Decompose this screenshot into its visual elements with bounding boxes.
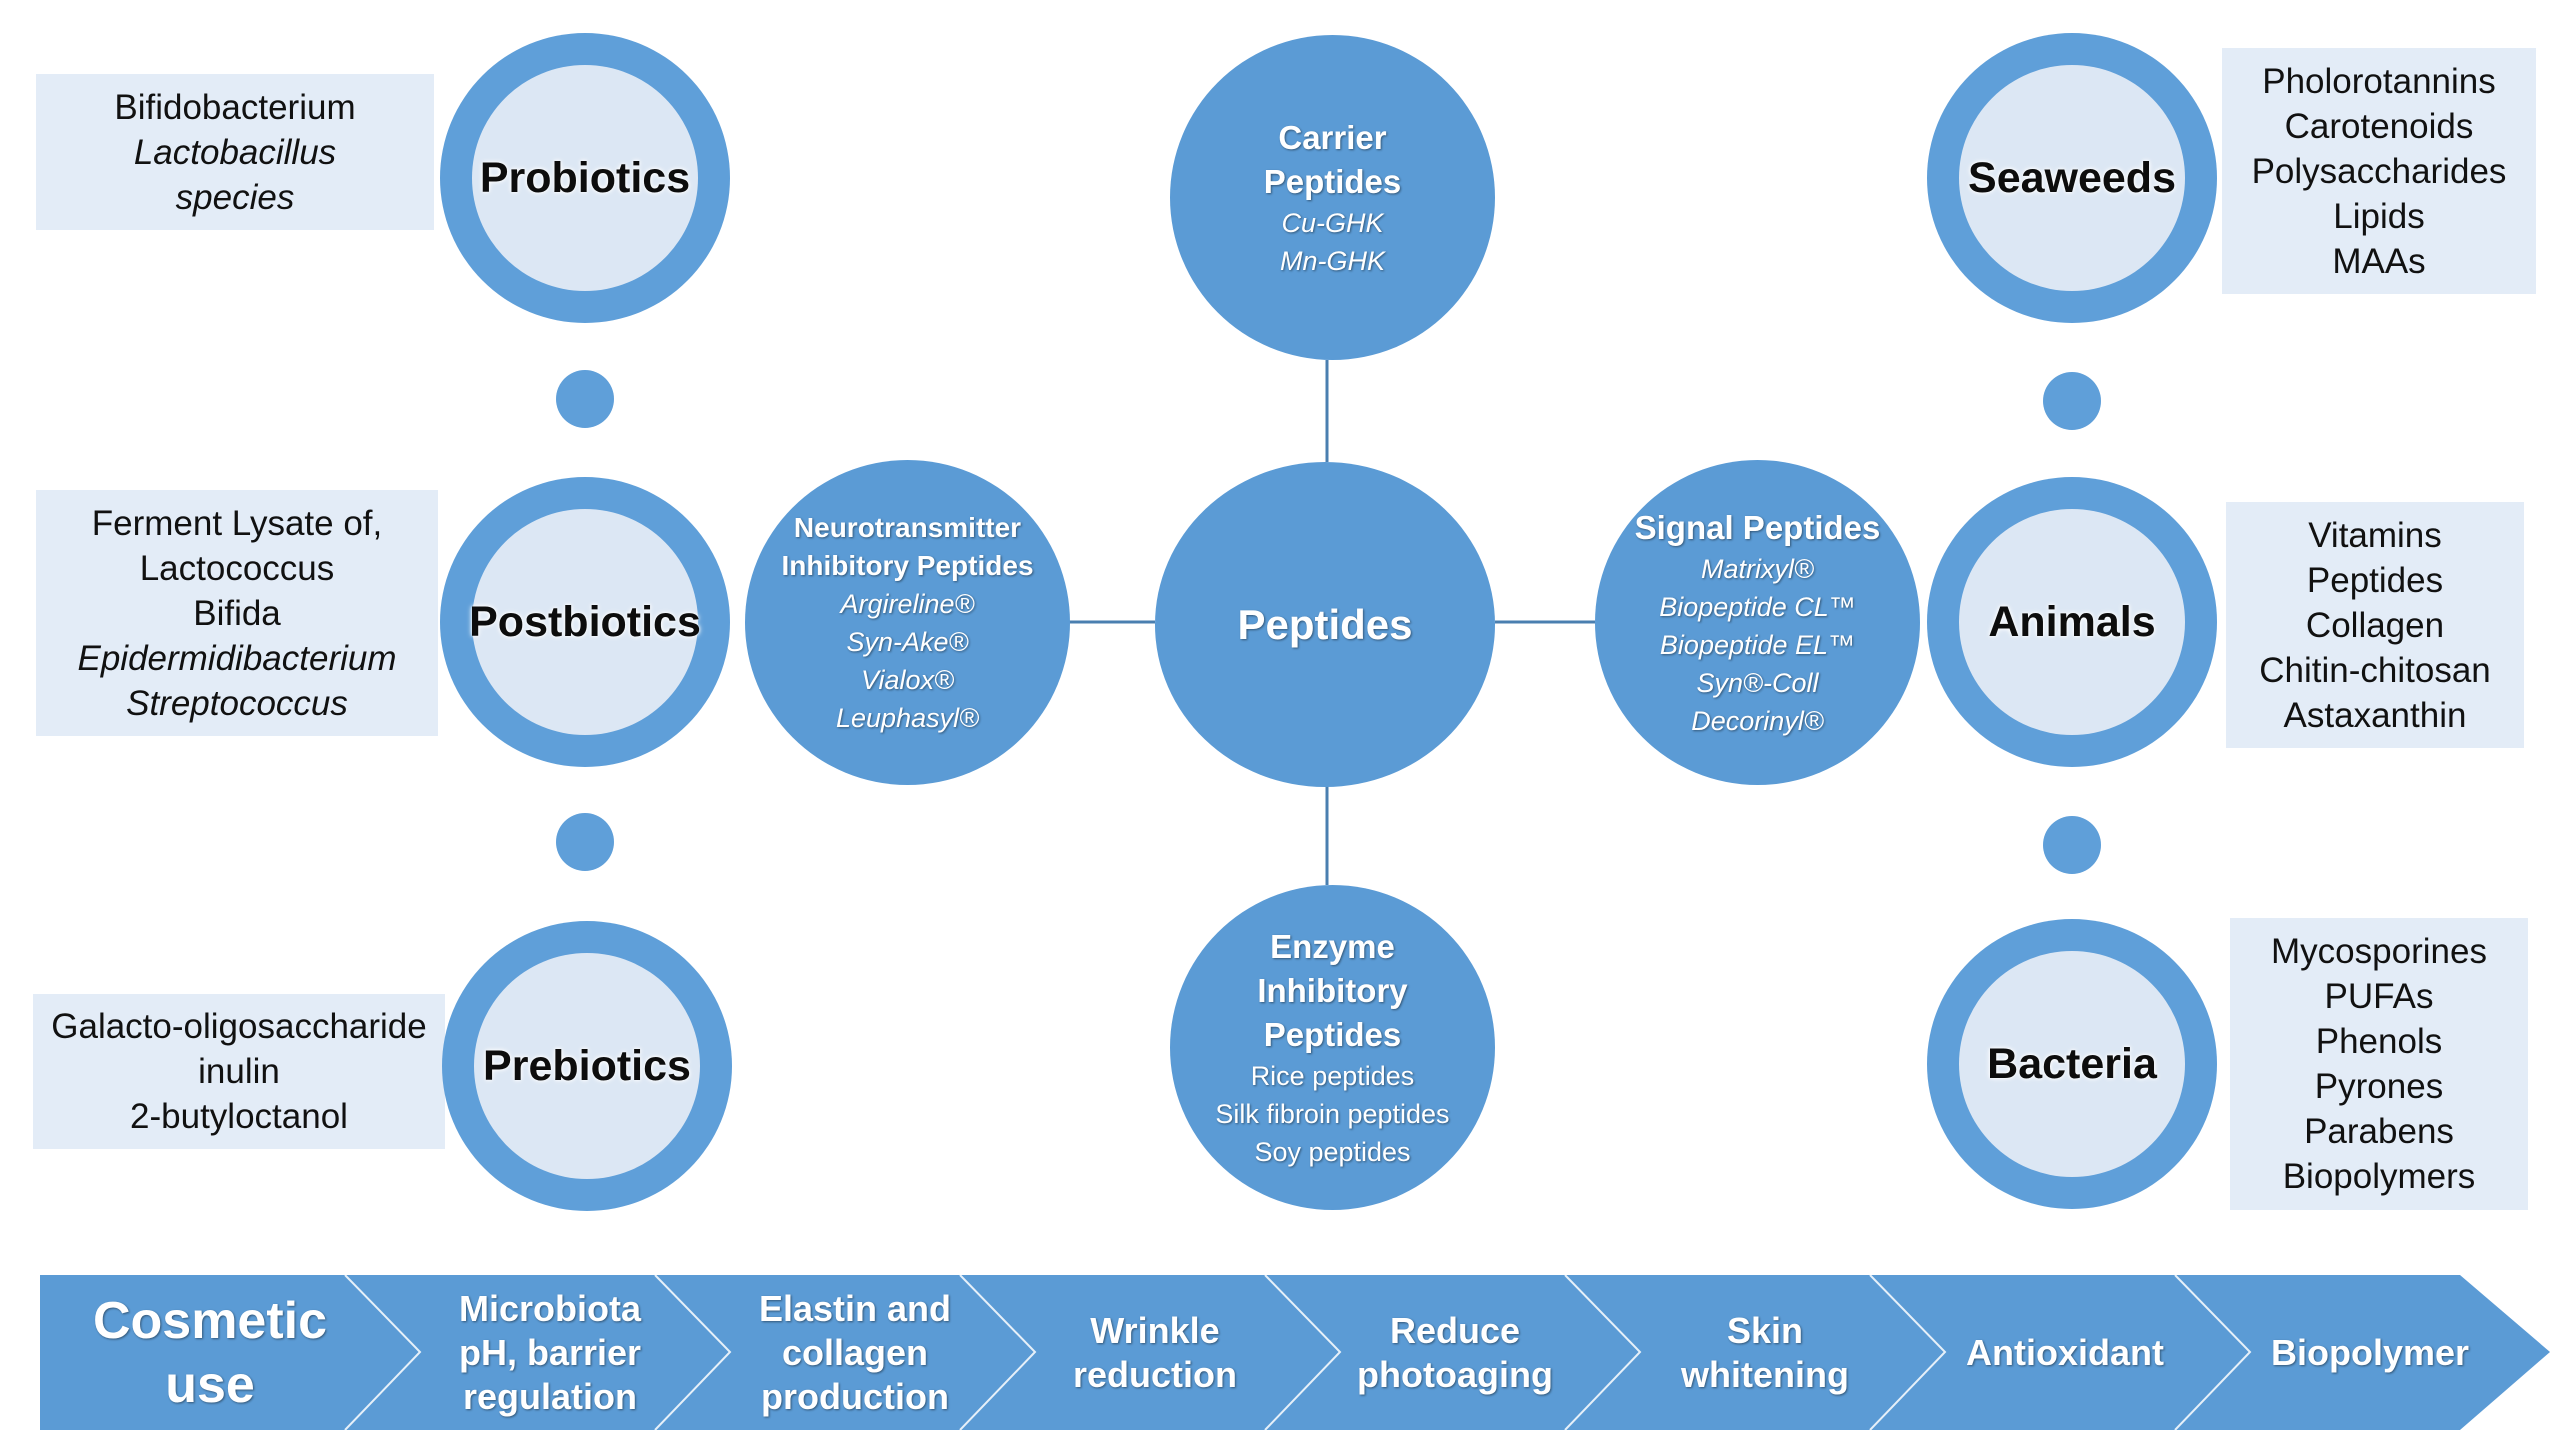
- postbiotics-label: Postbiotics: [469, 597, 701, 646]
- postbiotics-node: Postbiotics: [440, 477, 730, 767]
- carrier-item: Cu-GHK: [1281, 207, 1384, 238]
- signal-item: Biopeptide CL™: [1659, 591, 1856, 622]
- bacteria-item: Phenols: [2315, 1022, 2443, 1061]
- signal-item: Decorinyl®: [1691, 705, 1824, 736]
- chevron-divider: [1264, 1275, 1342, 1430]
- seaweeds-examples: Pholorotannins Carotenoids Polysaccharid…: [2222, 48, 2536, 294]
- neuro-item: Leuphasyl®: [836, 702, 979, 733]
- connector-dot: [2043, 372, 2101, 430]
- connector-dot: [2043, 816, 2101, 874]
- band-item-photoaging: Reduce photoaging: [1357, 1309, 1553, 1395]
- seaweeds-item: Lipids: [2333, 196, 2425, 236]
- band-label-cosmetic-use: Cosmetic use: [92, 1291, 328, 1414]
- prebiotics-node: Prebiotics: [442, 921, 732, 1211]
- signal-peptides-node: Signal Peptides Matrixyl® Biopeptide CL™…: [1595, 460, 1920, 785]
- postbiotics-item: Epidermidibacterium: [77, 638, 397, 678]
- bacteria-examples: Mycosporines PUFAs Phenols Pyrones Parab…: [2230, 918, 2528, 1210]
- animals-item: Peptides: [2306, 560, 2444, 600]
- enzyme-title: Inhibitory: [1257, 971, 1408, 1009]
- neuro-item: Argireline®: [840, 588, 975, 619]
- animals-item: Collagen: [2305, 605, 2445, 645]
- signal-item: Syn®-Coll: [1696, 667, 1819, 698]
- probiotics-node: Probiotics: [440, 33, 730, 323]
- seaweeds-item: MAAs: [2332, 241, 2426, 281]
- postbiotics-examples: Ferment Lysate of, Lactococcus Bifida Ep…: [36, 490, 438, 736]
- signal-item: Matrixyl®: [1701, 553, 1814, 584]
- prebiotics-label: Prebiotics: [483, 1041, 691, 1090]
- postbiotics-item: Streptococcus: [126, 683, 348, 723]
- animals-item: Astaxanthin: [2283, 695, 2467, 735]
- bacteria-item: Parabens: [2304, 1112, 2454, 1151]
- chevron-divider: [1564, 1275, 1642, 1430]
- carrier-title: Carrier: [1278, 118, 1387, 156]
- neuro-title: Neurotransmitter: [793, 511, 1022, 543]
- peptides-center-label: Peptides: [1237, 600, 1413, 648]
- seaweeds-label: Seaweeds: [1968, 153, 2176, 202]
- band-item-whitening: Skin whitening: [1681, 1309, 1849, 1395]
- cosmetic-use-band: Cosmetic use Microbiota pH, barrier regu…: [40, 1275, 2550, 1430]
- band-item-wrinkle: Wrinkle reduction: [1072, 1309, 1237, 1395]
- bacteria-item: Pyrones: [2314, 1067, 2444, 1106]
- seaweeds-item: Polysaccharides: [2251, 151, 2507, 191]
- chevron-divider: [1869, 1275, 1947, 1430]
- bacteria-item: Mycosporines: [2271, 932, 2487, 971]
- carrier-title: Peptides: [1263, 162, 1402, 200]
- enzyme-title: Enzyme: [1270, 927, 1395, 965]
- probiotics-examples: Bifidobacterium Lactobacillus species: [36, 74, 434, 230]
- prebiotics-examples: Galacto-oligosaccharide inulin 2-butyloc…: [33, 994, 445, 1149]
- bacteria-node: Bacteria: [1927, 919, 2217, 1209]
- postbiotics-item: Lactococcus: [139, 548, 335, 588]
- chevron-divider: [959, 1275, 1037, 1430]
- bacteria-item: Biopolymers: [2282, 1157, 2476, 1196]
- enzyme-peptides-node: Enzyme Inhibitory Peptides Rice peptides…: [1170, 885, 1495, 1210]
- neurotransmitter-peptides-node: Neurotransmitter Inhibitory Peptides Arg…: [745, 460, 1070, 785]
- carrier-peptides-node: Carrier Peptides Cu-GHK Mn-GHK: [1170, 35, 1495, 360]
- seaweeds-item: Pholorotannins: [2262, 61, 2496, 101]
- bacteria-item: PUFAs: [2324, 977, 2434, 1016]
- animals-node: Animals: [1927, 477, 2217, 767]
- band-item-antioxidant: Antioxidant: [1966, 1331, 2164, 1373]
- prebiotics-item: Galacto-oligosaccharide: [51, 1007, 427, 1046]
- animals-label: Animals: [1988, 597, 2156, 646]
- enzyme-item: Silk fibroin peptides: [1215, 1098, 1450, 1129]
- neuro-item: Vialox®: [861, 664, 954, 695]
- peptides-center-node: Peptides: [1155, 462, 1495, 787]
- prebiotics-item: 2-butyloctanol: [130, 1097, 348, 1136]
- connector-dot: [556, 370, 614, 428]
- carrier-item: Mn-GHK: [1279, 245, 1385, 276]
- animals-examples: Vitamins Peptides Collagen Chitin-chitos…: [2226, 502, 2524, 748]
- postbiotics-item: Ferment Lysate of,: [91, 503, 383, 543]
- probiotics-item: Lactobacillus: [133, 132, 337, 172]
- chevron-divider: [654, 1275, 732, 1430]
- probiotics-label: Probiotics: [479, 153, 691, 202]
- band-item-elastin: Elastin and collagen production: [758, 1287, 952, 1417]
- signal-item: Biopeptide EL™: [1659, 629, 1856, 660]
- probiotics-item: Bifidobacterium: [114, 87, 356, 127]
- enzyme-item: Rice peptides: [1250, 1060, 1415, 1091]
- band-item-microbiota: Microbiota pH, barrier regulation: [458, 1287, 642, 1417]
- animals-item: Chitin-chitosan: [2259, 650, 2491, 690]
- neuro-title: Inhibitory Peptides: [781, 549, 1034, 581]
- signal-title: Signal Peptides: [1634, 508, 1881, 546]
- band-arrow-shape: [40, 1275, 2550, 1430]
- chevron-divider: [2174, 1275, 2252, 1430]
- chevron-divider: [344, 1275, 422, 1430]
- seaweeds-node: Seaweeds: [1927, 33, 2217, 323]
- enzyme-item: Soy peptides: [1254, 1136, 1411, 1167]
- band-item-biopolymer: Biopolymer: [2270, 1331, 2470, 1373]
- connector-dot: [556, 813, 614, 871]
- animals-item: Vitamins: [2308, 515, 2442, 555]
- neuro-item: Syn-Ake®: [846, 626, 969, 657]
- seaweeds-item: Carotenoids: [2284, 106, 2474, 146]
- bacteria-label: Bacteria: [1987, 1039, 2157, 1088]
- prebiotics-item: inulin: [198, 1052, 280, 1091]
- probiotics-item: species: [175, 177, 295, 217]
- enzyme-title: Peptides: [1263, 1015, 1402, 1053]
- postbiotics-item: Bifida: [193, 593, 281, 633]
